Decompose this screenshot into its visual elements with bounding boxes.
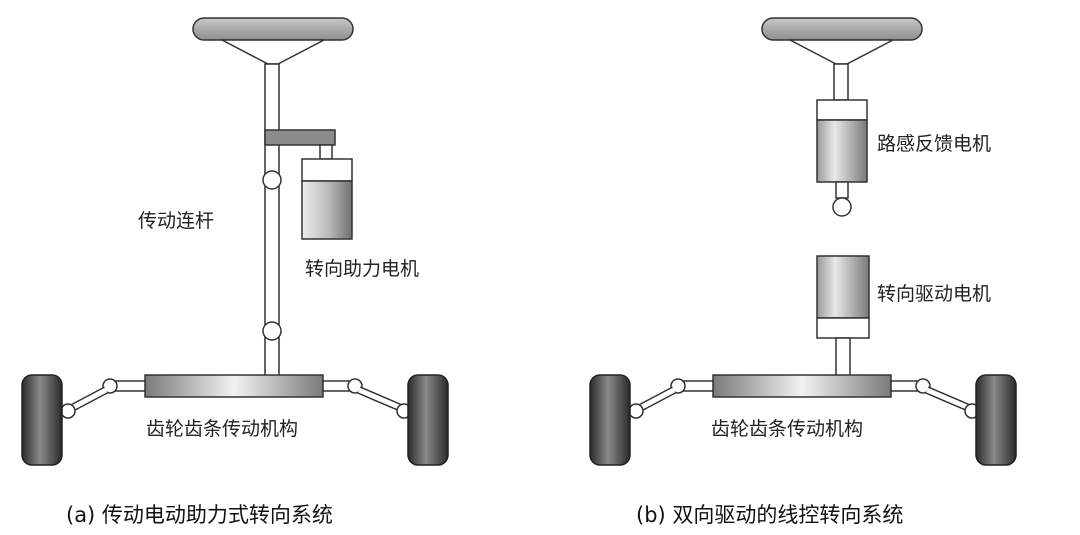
steering-wheel-hub: [789, 39, 894, 65]
label-feedback-motor: 路感反馈电机: [877, 133, 991, 155]
tie-rod: [114, 380, 146, 392]
joint-icon: [915, 378, 931, 394]
joint-icon: [262, 170, 282, 190]
tie-rod: [682, 380, 714, 392]
joint-icon: [832, 197, 852, 217]
wheel-icon: [975, 374, 1017, 466]
label-linkage: 传动连杆: [138, 210, 214, 232]
joint-icon: [102, 378, 118, 394]
diagram-b: 路感反馈电机 转向驱动电机 齿轮齿条传动机构 (b) 双向驱动的线控转向系统: [589, 17, 1017, 527]
rack: [144, 374, 324, 398]
joint-icon: [628, 403, 644, 419]
joint-icon: [670, 378, 686, 394]
wheel-icon: [407, 374, 449, 466]
wheel-icon: [589, 374, 631, 466]
label-drive-motor: 转向驱动电机: [877, 283, 991, 305]
steering-wheel-icon: [192, 17, 354, 41]
steering-wheel-icon: [761, 17, 923, 41]
motor-shaft: [835, 337, 851, 377]
rack: [712, 374, 892, 398]
gear-bracket: [264, 129, 336, 146]
wheel-icon: [21, 374, 63, 466]
joint-icon: [262, 321, 282, 341]
drive-motor-icon: [816, 255, 870, 339]
motor-shaft: [319, 144, 333, 160]
motor-shaft: [835, 181, 849, 199]
label-assist-motor: 转向助力电机: [305, 258, 419, 280]
joint-icon: [347, 378, 363, 394]
steering-wheel-hub: [221, 39, 325, 65]
label-rack-b: 齿轮齿条传动机构: [711, 418, 863, 440]
joint-icon: [60, 403, 76, 419]
diagram-a: 传动连杆 转向助力电机 齿轮齿条传动机构 (a) 传动电动助力式转向系统: [21, 17, 449, 527]
caption-b: (b) 双向驱动的线控转向系统: [636, 503, 903, 527]
caption-a: (a) 传动电动助力式转向系统: [66, 503, 333, 527]
steering-shaft: [833, 63, 849, 101]
label-rack-a: 齿轮齿条传动机构: [146, 418, 298, 440]
feedback-motor-icon: [816, 99, 868, 183]
assist-motor-icon: [301, 158, 353, 240]
